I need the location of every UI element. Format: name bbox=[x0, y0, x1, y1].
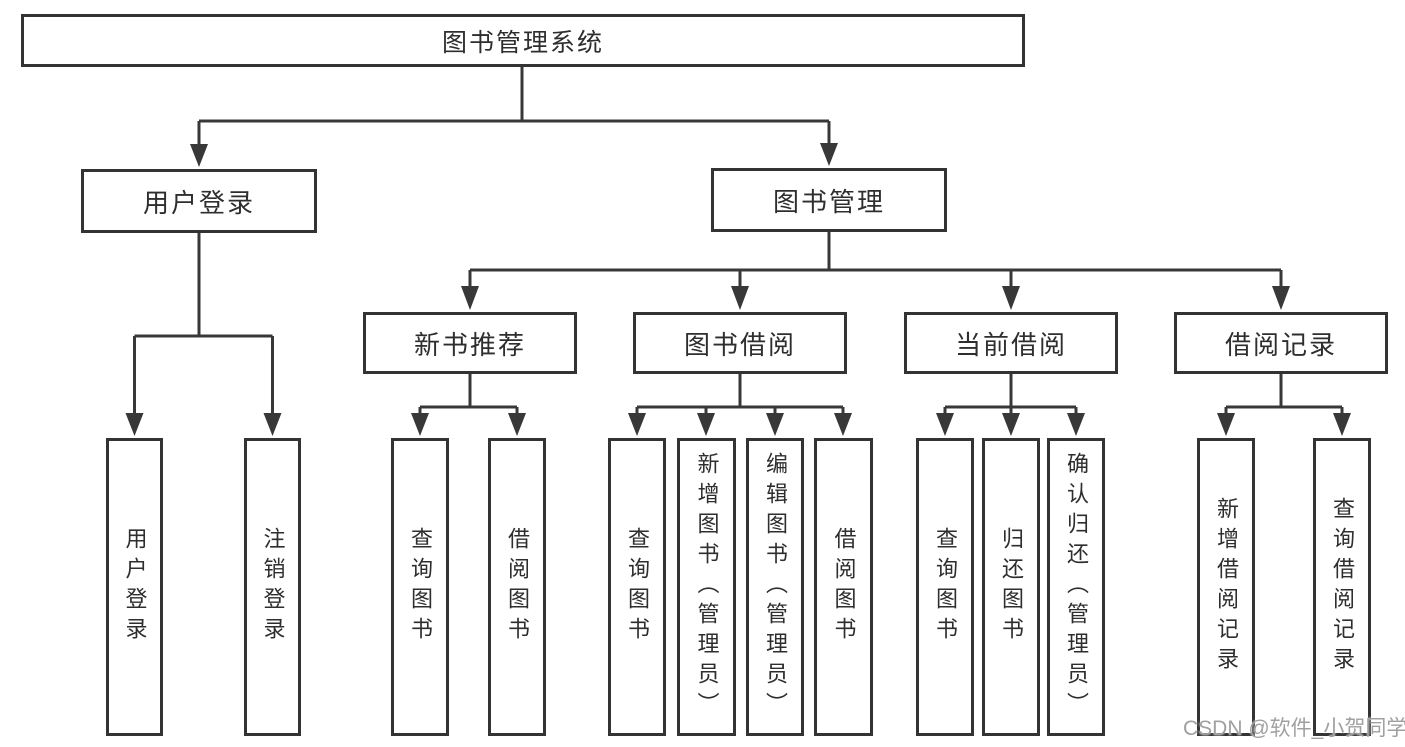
node-label: 图书借阅 bbox=[683, 329, 796, 360]
leaf-label: 确认归还（管理员） bbox=[1064, 452, 1089, 722]
node-user-login: 用户登录 bbox=[81, 169, 317, 233]
leaf-label: 用户登录 bbox=[122, 527, 148, 647]
connector-user-login-to-leaves bbox=[125, 233, 282, 436]
node-new-book-recommend: 新书推荐 bbox=[363, 312, 577, 374]
node-label: 图书管理 bbox=[772, 186, 885, 217]
node-label: 借阅记录 bbox=[1224, 329, 1337, 360]
watermark: CSDN @软件_小贺同学 bbox=[1183, 717, 1405, 740]
leaf-nr-borrow-books: 借阅图书 bbox=[488, 438, 546, 736]
leaf-label: 查询图书 bbox=[625, 527, 650, 647]
leaf-cb-query-books: 查询图书 bbox=[916, 438, 974, 736]
leaf-logout: 注销登录 bbox=[244, 438, 301, 736]
leaf-label: 归还图书 bbox=[999, 527, 1024, 647]
node-root-library-system: 图书管理系统 bbox=[21, 14, 1025, 67]
node-label: 图书管理系统 bbox=[441, 28, 604, 57]
connector-borrow-records-to-leaves bbox=[1217, 374, 1351, 436]
leaf-label: 注销登录 bbox=[260, 527, 286, 647]
node-label: 用户登录 bbox=[142, 187, 255, 218]
leaf-label: 编辑图书（管理员） bbox=[763, 452, 788, 722]
leaf-br-add-borrow-record: 新增借阅记录 bbox=[1197, 438, 1255, 736]
node-book-borrow: 图书借阅 bbox=[633, 312, 847, 374]
connector-new-book-recommend-to-leaves bbox=[411, 374, 526, 436]
leaf-bb-edit-books-admin: 编辑图书（管理员） bbox=[746, 438, 804, 736]
leaf-bb-borrow-books: 借阅图书 bbox=[814, 438, 873, 736]
node-borrow-records: 借阅记录 bbox=[1174, 312, 1388, 374]
node-label: 新书推荐 bbox=[413, 329, 526, 360]
leaf-label: 查询图书 bbox=[408, 527, 433, 647]
leaf-bb-query-books: 查询图书 bbox=[608, 438, 666, 736]
connector-book-borrow-to-leaves bbox=[628, 374, 852, 436]
node-label: 当前借阅 bbox=[954, 329, 1067, 360]
node-book-management: 图书管理 bbox=[711, 168, 947, 232]
leaf-label: 查询借阅记录 bbox=[1330, 497, 1355, 677]
leaf-cb-confirm-return-admin: 确认归还（管理员） bbox=[1047, 438, 1105, 736]
leaf-br-query-borrow-record: 查询借阅记录 bbox=[1313, 438, 1371, 736]
connector-current-borrow-to-leaves bbox=[936, 374, 1085, 436]
leaf-user-login: 用户登录 bbox=[106, 438, 163, 736]
leaf-label: 查询图书 bbox=[933, 527, 958, 647]
leaf-nr-query-books: 查询图书 bbox=[391, 438, 449, 736]
leaf-cb-return-books: 归还图书 bbox=[982, 438, 1040, 736]
leaf-label: 借阅图书 bbox=[505, 527, 530, 647]
node-current-borrow: 当前借阅 bbox=[904, 312, 1118, 374]
leaf-label: 新增图书（管理员） bbox=[694, 452, 720, 722]
connector-root-to-level2 bbox=[190, 67, 838, 167]
leaf-label: 新增借阅记录 bbox=[1214, 497, 1239, 677]
connector-book-management-to-level3 bbox=[461, 232, 1290, 310]
leaf-bb-add-books-admin: 新增图书（管理员） bbox=[677, 438, 736, 736]
leaf-label: 借阅图书 bbox=[831, 527, 857, 647]
